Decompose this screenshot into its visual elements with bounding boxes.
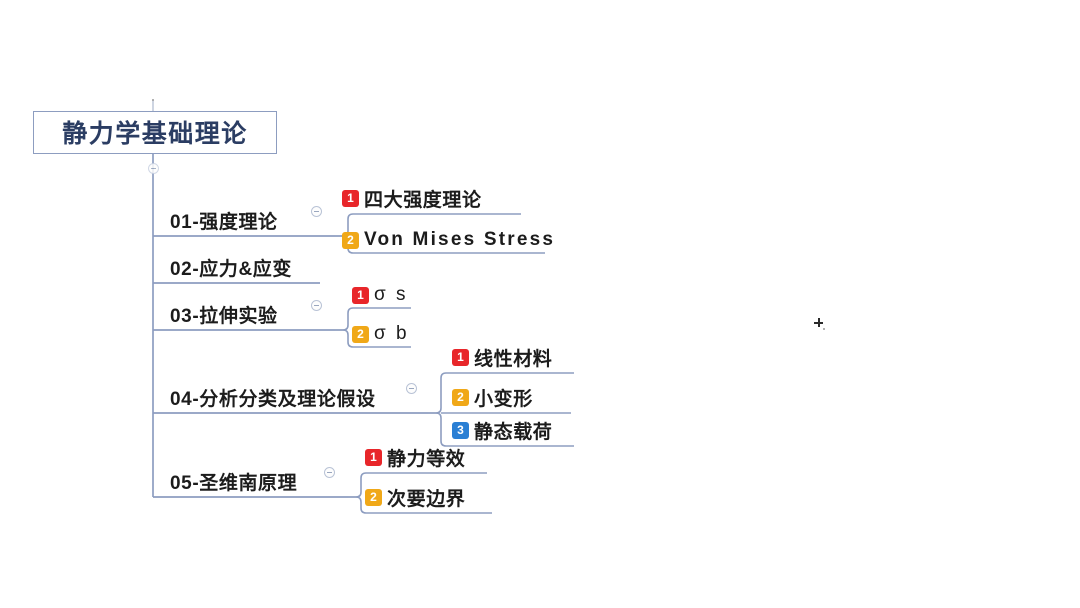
branch-05-collapse-toggle[interactable] <box>324 467 335 478</box>
branch-label-03[interactable]: 03-拉伸实验 <box>170 306 278 327</box>
leaf-01-1[interactable]: 1 四大强度理论 <box>342 185 482 212</box>
root-node[interactable]: 静力学基础理论 <box>33 111 277 154</box>
branch-01-collapse-toggle[interactable] <box>311 206 322 217</box>
badge-number-icon: 1 <box>352 286 369 304</box>
branch-label-02[interactable]: 02-应力&应变 <box>170 259 292 280</box>
badge-number-icon: 3 <box>452 422 469 439</box>
leaf-label: σ s <box>374 284 409 305</box>
badge-number-icon: 1 <box>365 449 382 466</box>
leaf-04-1[interactable]: 1 线性材料 <box>452 344 552 371</box>
badge-number-icon: 2 <box>342 231 359 249</box>
stray-dot-mark <box>152 99 154 101</box>
leaf-01-2[interactable]: 2 Von Mises Stress <box>342 229 555 251</box>
branch-03-collapse-toggle[interactable] <box>311 300 322 311</box>
branch-label-05[interactable]: 05-圣维南原理 <box>170 473 298 494</box>
leaf-label: 线性材料 <box>474 349 553 370</box>
leaf-label: 次要边界 <box>387 489 466 510</box>
leaf-label: σ b <box>374 323 410 344</box>
leaf-04-3[interactable]: 3 静态载荷 <box>452 417 552 444</box>
branch-label-04[interactable]: 04-分析分类及理论假设 <box>170 389 376 410</box>
stray-dot-mark <box>823 328 825 330</box>
branch-04-collapse-toggle[interactable] <box>406 383 417 394</box>
badge-number-icon: 2 <box>365 489 382 506</box>
root-node-label: 静力学基础理论 <box>62 119 248 148</box>
badge-number-icon: 1 <box>342 190 359 207</box>
leaf-05-2[interactable]: 2 次要边界 <box>365 484 465 511</box>
root-collapse-toggle[interactable] <box>148 163 159 174</box>
leaf-04-2[interactable]: 2 小变形 <box>452 384 533 411</box>
leaf-label: 小变形 <box>474 389 533 410</box>
leaf-label: 静力等效 <box>387 449 466 470</box>
leaf-03-1[interactable]: 1 σ s <box>352 284 408 306</box>
badge-number-icon: 2 <box>352 325 369 343</box>
leaf-03-2[interactable]: 2 σ b <box>352 323 409 345</box>
branch-label-01[interactable]: 01-强度理论 <box>170 212 278 233</box>
badge-number-icon: 2 <box>452 389 469 406</box>
leaf-label: 四大强度理论 <box>364 190 482 211</box>
leaf-05-1[interactable]: 1 静力等效 <box>365 444 465 471</box>
badge-number-icon: 1 <box>452 349 469 366</box>
leaf-label: 静态载荷 <box>474 422 553 443</box>
cursor-crosshair-icon <box>814 318 823 327</box>
leaf-label: Von Mises Stress <box>364 229 556 250</box>
